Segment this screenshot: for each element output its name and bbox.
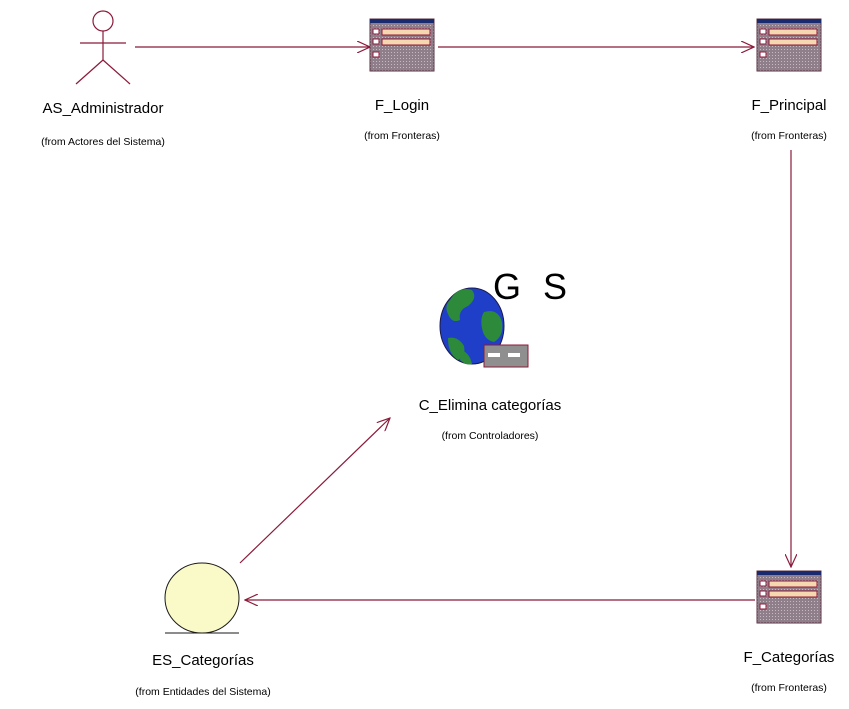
actor-icon[interactable] [75, 10, 131, 85]
entity-icon[interactable] [164, 562, 240, 634]
controller-name: C_Elimina categorías [418, 397, 562, 414]
login-name: F_Login [374, 97, 430, 114]
actor-name: AS_Administrador [42, 100, 164, 117]
entity-from: (from Entidades del Sistema) [135, 686, 271, 698]
link-entity-controller[interactable] [239, 418, 390, 564]
boundary-icon-categorias[interactable] [756, 570, 822, 624]
principal-name: F_Principal [751, 97, 827, 114]
boundary-icon-login[interactable] [369, 18, 435, 72]
actor-from: (from Actores del Sistema) [41, 136, 165, 148]
categorias-name: F_Categorías [743, 649, 835, 666]
login-from: (from Fronteras) [364, 130, 440, 142]
boundary-icon-principal[interactable] [756, 18, 822, 72]
entity-name: ES_Categorías [152, 652, 254, 669]
controller-badge: G S [493, 266, 574, 307]
principal-from: (from Fronteras) [751, 130, 827, 142]
controller-from: (from Controladores) [441, 430, 539, 442]
categorias-from: (from Fronteras) [751, 682, 827, 694]
control-icon[interactable] [439, 287, 529, 368]
